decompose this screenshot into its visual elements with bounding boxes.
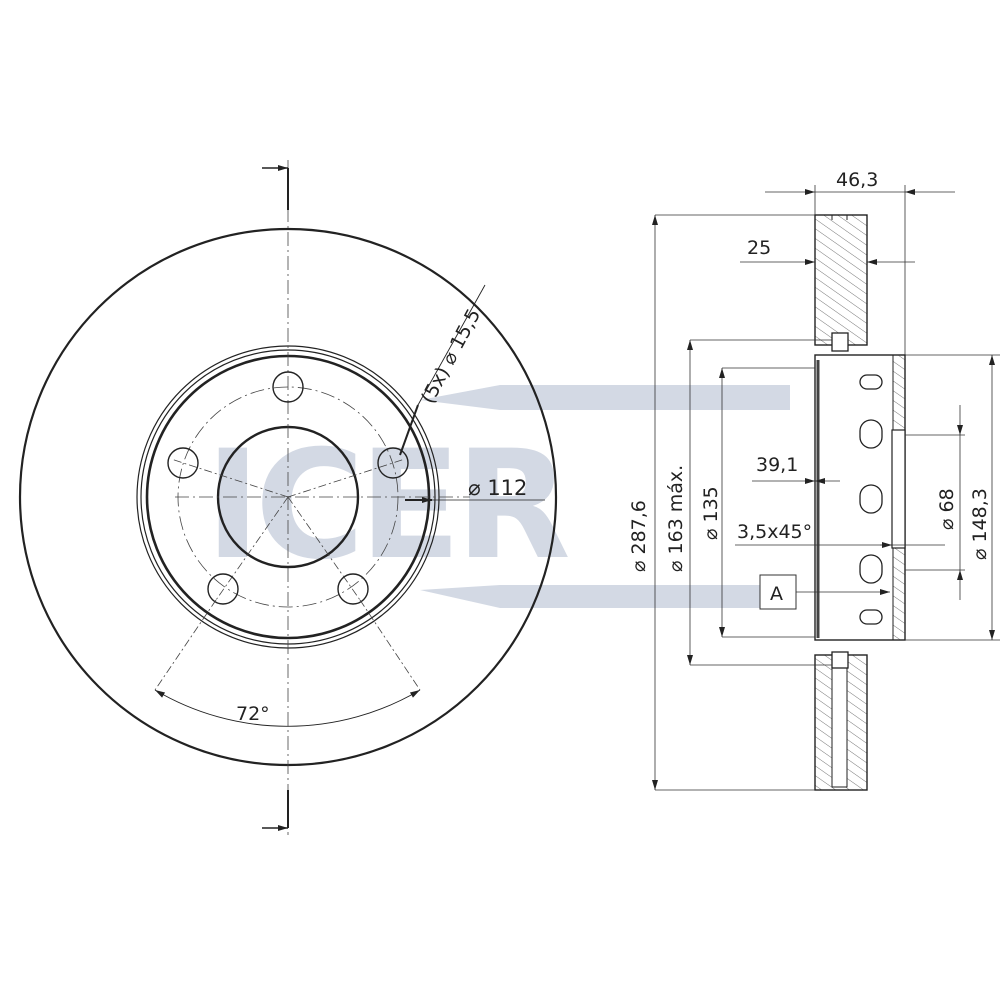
watermark-text: ICER bbox=[205, 419, 568, 593]
center-bore-section bbox=[891, 429, 906, 549]
vent-channel bbox=[831, 664, 848, 788]
side-view: 46,3 25 ⌀ 287,6 ⌀ 163 máx. ⌀ 135 39,1 3,… bbox=[628, 169, 1000, 791]
bolt-hole bbox=[272, 371, 304, 403]
bolt-hole bbox=[207, 573, 239, 605]
angle-dimension-arc bbox=[154, 689, 421, 727]
overall-width-label: 46,3 bbox=[836, 169, 878, 191]
outer-diameter-label: ⌀ 287,6 bbox=[628, 500, 650, 572]
bolt-holes bbox=[167, 371, 409, 605]
hat-depth-label: 39,1 bbox=[756, 454, 798, 476]
hat-diameter-label: ⌀ 148,3 bbox=[969, 488, 991, 560]
center-bore-label: ⌀ 68 bbox=[936, 488, 958, 530]
bolt-hole bbox=[167, 447, 199, 479]
bolt-hole bbox=[377, 447, 409, 479]
vent-holes bbox=[831, 332, 883, 669]
max-diameter-label: ⌀ 163 máx. bbox=[665, 465, 687, 572]
datum-box bbox=[759, 574, 797, 610]
hub-diameter-label: ⌀ 135 bbox=[700, 486, 722, 540]
datum-label: A bbox=[770, 583, 783, 605]
front-view: 72° (5x) ⌀ 15,5 ⌀ 112 bbox=[18, 160, 558, 835]
chamfer-label: 3,5x45° bbox=[737, 521, 812, 543]
angle-label: 72° bbox=[236, 703, 270, 725]
bolt-circle-label: ⌀ 112 bbox=[468, 476, 527, 500]
bolt-hole bbox=[337, 573, 369, 605]
disc-section-top bbox=[814, 214, 868, 346]
disc-thickness-label: 25 bbox=[747, 237, 771, 259]
